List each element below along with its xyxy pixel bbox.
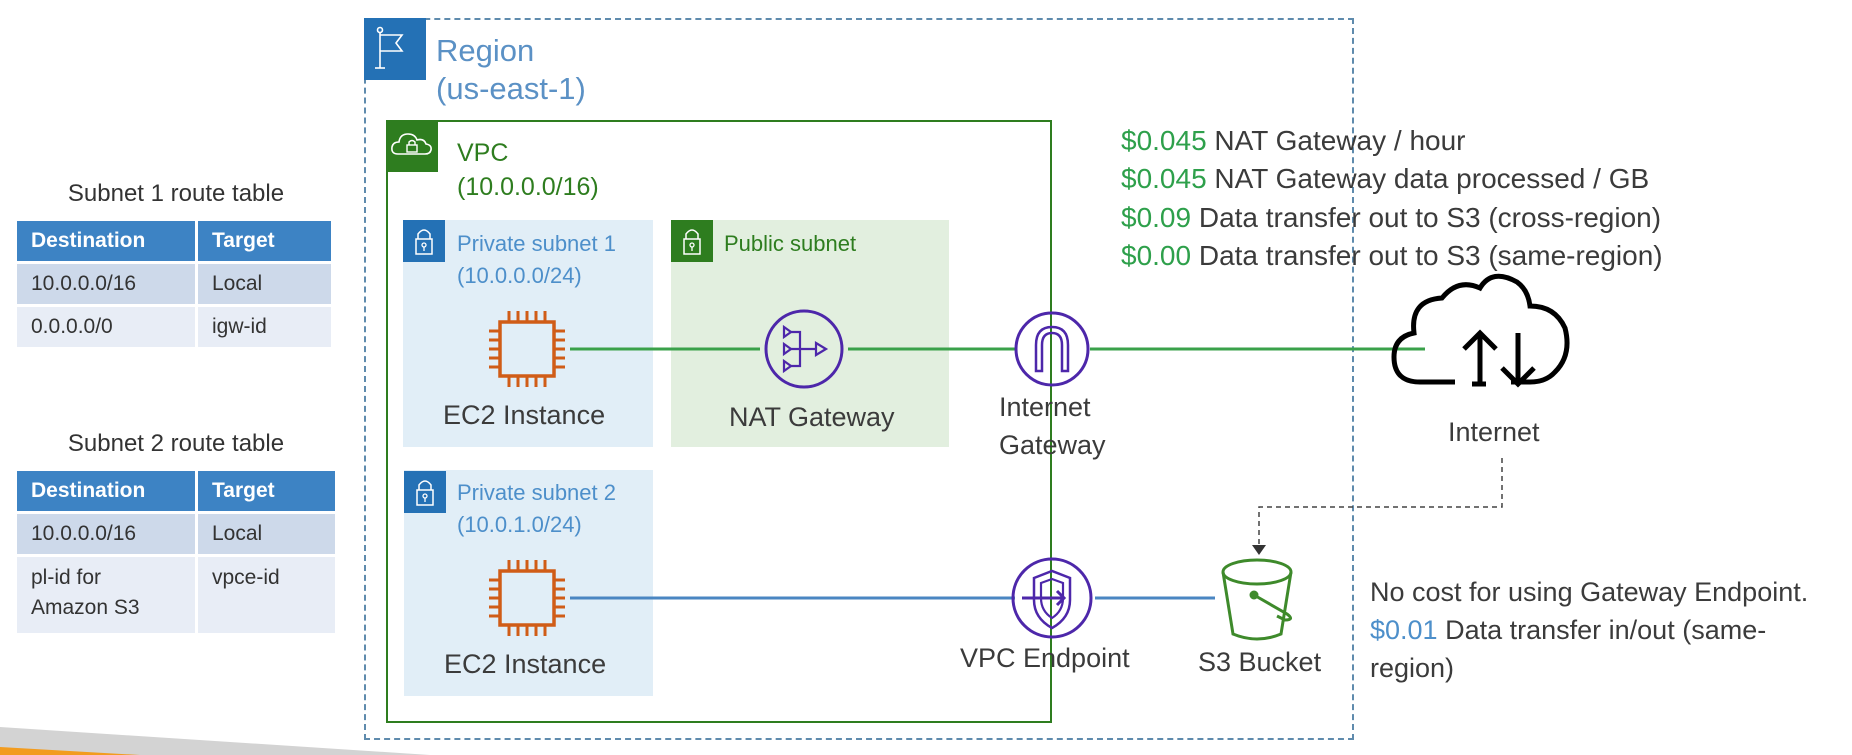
vpc-endpoint-icon — [1011, 557, 1093, 639]
public-subnet — [671, 220, 949, 447]
label-line: Internet — [999, 392, 1091, 422]
column-header-destination: Destination — [17, 471, 195, 511]
vpc-cidr: (10.0.0.0/16) — [457, 173, 599, 201]
gateway-endpoint-cost-note: No cost for using Gateway Endpoint. $0.0… — [1370, 573, 1840, 687]
nat-gateway-icon — [764, 309, 844, 389]
route-destination-line: pl-id for — [31, 566, 102, 589]
subnet-title: Private subnet 2 — [457, 480, 616, 505]
public-subnet-badge — [671, 220, 713, 262]
region-name: (us-east-1) — [436, 71, 586, 106]
table-row: 10.0.0.0/16 Local — [17, 264, 331, 304]
route-destination: 10.0.0.0/16 — [17, 264, 195, 304]
subnet-title: Public subnet — [724, 231, 857, 256]
route-destination: 0.0.0.0/0 — [17, 307, 195, 347]
subnet-cidr: (10.0.1.0/24) — [457, 512, 582, 537]
price-description: Data transfer out to S3 (same-region) — [1191, 240, 1663, 271]
column-header-destination: Destination — [17, 221, 195, 261]
cloud-lock-icon — [391, 133, 432, 155]
region-label: Region (us-east-1) — [436, 32, 586, 108]
price-description: Data transfer out to S3 (cross-region) — [1191, 202, 1662, 233]
region-container — [364, 18, 1354, 740]
vpc-label: VPC (10.0.0.0/16) — [457, 136, 599, 204]
public-subnet-label: Public subnet — [724, 228, 856, 260]
price-description: NAT Gateway / hour — [1206, 125, 1466, 156]
nat-gateway-label: NAT Gateway — [729, 402, 895, 432]
private-subnet-1-label: Private subnet 1 (10.0.0.0/24) — [457, 228, 616, 292]
note-line: $0.01 Data transfer in/out (same-region) — [1370, 611, 1840, 687]
vpc-title: VPC — [457, 139, 509, 167]
note-line: No cost for using Gateway Endpoint. — [1370, 577, 1809, 607]
private-subnet-1-badge — [403, 220, 445, 262]
subnet-title: Private subnet 1 — [457, 231, 616, 256]
s3-bucket-label: S3 Bucket — [1198, 647, 1322, 677]
internet-gateway-label: Internet Gateway — [999, 388, 1106, 464]
ec2-instance-1-label: EC2 Instance — [443, 400, 606, 430]
vpc-container — [386, 120, 1052, 723]
route-target: igw-id — [198, 307, 331, 347]
subnet1-route-table-title: Subnet 1 route table — [67, 180, 285, 207]
lock-icon — [416, 480, 434, 506]
flag-icon — [375, 26, 404, 69]
route-destination: pl-id for Amazon S3 — [17, 557, 195, 633]
label-line: Gateway — [999, 430, 1106, 460]
route-target: Local — [198, 514, 335, 554]
price-amount: $0.01 — [1370, 615, 1438, 645]
route-destination-line: Amazon S3 — [31, 596, 140, 619]
subnet1-route-table: Destination Target 10.0.0.0/16 Local 0.0… — [14, 218, 334, 350]
price-amount: $0.045 — [1121, 125, 1207, 156]
price-line: $0.09 Data transfer out to S3 (cross-reg… — [1121, 199, 1661, 237]
column-header-target: Target — [198, 221, 331, 261]
table-row: 10.0.0.0/16 Local — [17, 514, 335, 554]
price-line: $0.045 NAT Gateway data processed / GB — [1121, 160, 1649, 198]
price-line: $0.045 NAT Gateway / hour — [1121, 122, 1466, 160]
subnet2-route-table: Destination Target 10.0.0.0/16 Local pl-… — [14, 468, 338, 636]
ec2-chip-icon — [489, 311, 565, 387]
table-row: 0.0.0.0/0 igw-id — [17, 307, 331, 347]
private-subnet-2-label: Private subnet 2 (10.0.1.0/24) — [457, 477, 616, 541]
internet-gateway-icon — [1014, 311, 1090, 387]
lock-icon — [683, 229, 701, 255]
region-title: Region — [436, 33, 535, 68]
lock-icon — [415, 229, 433, 255]
ec2-instance-2-label: EC2 Instance — [444, 649, 607, 679]
arrowhead-icon — [1252, 545, 1266, 555]
column-header-target: Target — [198, 471, 335, 511]
private-subnet-2-badge — [404, 471, 446, 513]
price-amount: $0.09 — [1121, 202, 1192, 233]
vpc-endpoint-label: VPC Endpoint — [960, 643, 1130, 673]
price-description: NAT Gateway data processed / GB — [1206, 163, 1650, 194]
internet-label: Internet — [1448, 417, 1540, 447]
ec2-chip-icon — [489, 560, 565, 636]
subnet2-route-table-title: Subnet 2 route table — [67, 430, 285, 457]
vpc-badge — [386, 120, 438, 172]
price-amount: $0.00 — [1121, 240, 1192, 271]
price-line: $0.00 Data transfer out to S3 (same-regi… — [1121, 237, 1663, 275]
connector-internet-to-s3 — [1258, 458, 1503, 545]
subnet-cidr: (10.0.0.0/24) — [457, 263, 582, 288]
price-description: Data transfer in/out (same-region) — [1370, 615, 1767, 683]
route-destination: 10.0.0.0/16 — [17, 514, 195, 554]
s3-bucket-icon — [1221, 558, 1293, 641]
route-target: Local — [198, 264, 331, 304]
region-badge — [364, 18, 426, 80]
price-amount: $0.045 — [1121, 163, 1207, 194]
table-row: pl-id for Amazon S3 vpce-id — [17, 557, 335, 633]
route-target: vpce-id — [198, 557, 335, 633]
cloud-upload-download-icon — [1391, 273, 1570, 388]
